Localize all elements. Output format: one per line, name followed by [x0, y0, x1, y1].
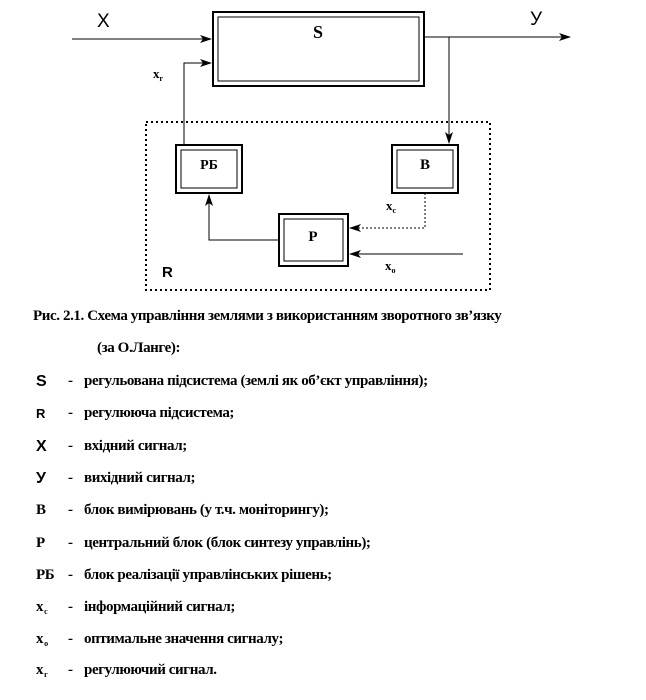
block-p-label: Р — [308, 229, 317, 245]
signal-xc-label: хс — [386, 198, 397, 215]
legend-description: регулюючий сигнал. — [84, 662, 217, 678]
legend-symbol: S — [36, 373, 47, 390]
block-rb-label: РБ — [200, 158, 218, 173]
block-b: В — [391, 144, 459, 194]
legend-dash: - — [68, 405, 73, 421]
signal-x-label: Х — [97, 11, 110, 32]
legend-description: вихідний сигнал; — [84, 470, 196, 486]
legend-description: блок реалізації управлінських рішень; — [84, 567, 332, 583]
legend-symbol: хг — [36, 662, 48, 679]
regulating-subsystem-region — [145, 121, 491, 291]
legend-dash: - — [68, 470, 73, 486]
figure-caption-line2: (за О.Ланге): — [97, 340, 181, 356]
legend-symbol: хо — [36, 631, 48, 648]
region-r-label: R — [162, 264, 173, 281]
legend-symbol: R — [36, 406, 45, 421]
legend-dash: - — [68, 662, 73, 678]
legend-dash: - — [68, 599, 73, 615]
legend-description: регулююча підсистема; — [84, 405, 235, 421]
legend-dash: - — [68, 567, 73, 583]
legend-dash: - — [68, 373, 73, 389]
legend-description: центральний блок (блок синтезу управлінь… — [84, 535, 371, 551]
xr-signal-arrow — [183, 59, 212, 145]
signal-xo-label: хо — [385, 258, 396, 275]
block-s: S — [212, 11, 425, 87]
legend-symbol: хс — [36, 599, 48, 616]
legend-description: блок вимірювань (у т.ч. моніторингу); — [84, 502, 329, 518]
legend-symbol: Р — [36, 535, 45, 551]
legend-dash: - — [68, 631, 73, 647]
legend-symbol: Х — [36, 438, 47, 455]
legend-symbol: У — [36, 470, 46, 487]
legend-symbol: В — [36, 502, 46, 518]
block-s-label: S — [313, 22, 323, 42]
legend-symbol: РБ — [36, 567, 55, 583]
legend-dash: - — [68, 502, 73, 518]
block-b-label: В — [420, 157, 430, 173]
legend-description: вхідний сигнал; — [84, 438, 187, 454]
legend-description: регульована підсистема (землі як об’єкт … — [84, 373, 428, 389]
feedback-control-diagram: S РБ В Р Х У хг хс хо R — [72, 9, 571, 291]
xc-signal-arrow — [349, 193, 426, 232]
block-rb: РБ — [175, 144, 243, 194]
signal-y-label: У — [530, 9, 543, 30]
legend-description: оптимальне значення сигналу; — [84, 631, 284, 647]
block-p: Р — [278, 213, 349, 267]
legend-dash: - — [68, 535, 73, 551]
figure-caption-line1: Рис. 2.1. Схема управління землями з вик… — [33, 308, 502, 324]
legend-description: інформаційний сигнал; — [84, 599, 235, 615]
legend-dash: - — [68, 438, 73, 454]
p-to-rb-arrow — [205, 194, 279, 241]
signal-xr-label: хг — [153, 66, 164, 83]
